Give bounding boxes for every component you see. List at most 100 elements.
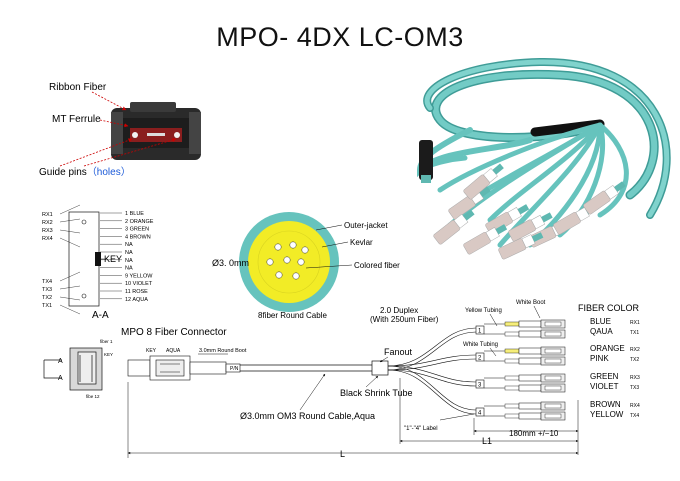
fiber-color-1: BLUE <box>590 317 611 326</box>
fanout-leader <box>379 356 389 363</box>
pinout-right-label: NA <box>125 258 133 264</box>
fiber-color-legend: BLUEQAUARX1TX1ORANGEPINKRX2TX2GREENVIOLE… <box>590 317 640 419</box>
pn-label: P/N <box>230 366 239 372</box>
lc-connector <box>463 163 504 200</box>
kevlar-leader <box>321 241 349 248</box>
fiber-12-label: fibe 12 <box>86 394 100 399</box>
fiber-port-rx: RX4 <box>630 403 640 409</box>
section-a-bottom: A <box>58 375 63 382</box>
fiber-color-heading: FIBER COLOR <box>578 303 640 313</box>
mpo-connector-side-view <box>127 355 241 381</box>
yellow-tubing-leader <box>489 313 498 327</box>
kevlar-label: Kevlar <box>350 238 373 247</box>
fanout-leg-2: 2 <box>387 346 566 371</box>
length-180-label: 180mm +/−10 <box>509 429 559 438</box>
leg-number-tag <box>475 325 485 335</box>
side-key-label: KEY <box>146 348 157 354</box>
cross-section-caption: 8fiber Round Cable <box>258 311 327 320</box>
white-tubing-leader <box>489 347 497 357</box>
pinout-key-label: KEY <box>104 254 122 264</box>
duplex-label: 2.0 Duplex <box>380 306 418 315</box>
pinout-right-label: NA <box>125 250 133 256</box>
fiber-port-tx: TX3 <box>630 385 639 391</box>
fiber-port-rx: RX2 <box>630 347 640 353</box>
pinout-guide-hole <box>81 293 87 299</box>
pinout-left-wire <box>59 304 81 315</box>
fiber-port-rx: RX1 <box>630 320 640 326</box>
pinout-ferrule-body <box>68 211 100 307</box>
shrink-tube-leader <box>365 375 379 388</box>
fanout-label: Fanout <box>384 347 413 357</box>
dimension-lines <box>127 378 579 458</box>
l-dimension-label: L <box>340 449 345 459</box>
mt-ferrule-photo <box>111 102 201 160</box>
pinout-right-label: 11 ROSE <box>125 289 148 295</box>
fanout-leg-1: 1 <box>387 319 566 371</box>
colored-fiber-dot <box>292 272 300 280</box>
fiber-1-label: fiber 1 <box>100 339 113 344</box>
pinout-left-wire <box>59 218 81 223</box>
fiber-color-2: QAUA <box>590 327 613 336</box>
pinout-right-label: 9 YELLOW <box>125 273 153 279</box>
fiber-color-1: GREEN <box>590 372 619 381</box>
leg-number-tag <box>475 407 485 417</box>
page-title: MPO- 4DX LC-OM3 <box>216 22 464 52</box>
pinout-right-label: 3 GREEN <box>125 227 149 233</box>
shrink-tube-label: Black Shrink Tube <box>340 388 413 398</box>
pinout-left-label: RX4 <box>42 236 53 242</box>
pinout-left-wire <box>59 296 81 301</box>
colored-fiber-dot <box>289 241 297 249</box>
diameter-label: Ø3. 0mm <box>212 258 249 268</box>
cable-label: Ø3.0mm OM3 Round Cable,Aqua <box>240 411 375 421</box>
lc-connector <box>433 209 475 245</box>
leg-number-tag <box>475 379 485 389</box>
colored-fiber-label: Colored fiber <box>354 261 400 270</box>
pinout-right-label: NA <box>125 242 133 248</box>
pinout-left-wire <box>59 271 81 282</box>
pinout-left-wire <box>59 204 81 215</box>
fiber-color-1: ORANGE <box>590 344 625 353</box>
fiber-color-2: VIOLET <box>590 382 619 391</box>
pinout-left-label: RX2 <box>42 220 53 226</box>
connector-face-view <box>43 347 103 391</box>
guide-pins-label: Guide pins（holes） <box>39 166 131 178</box>
white-tubing-label: White Tubing <box>463 342 498 348</box>
main-cable <box>240 360 389 376</box>
colored-fiber-dot <box>275 271 283 279</box>
fiber-color-1: BROWN <box>590 400 621 409</box>
round-boot-label: 3.0mm Round Boot <box>199 348 247 354</box>
pinout-left-label: TX1 <box>42 303 52 309</box>
svg-text:2: 2 <box>478 356 482 362</box>
mt-ferrule-label: MT Ferrule <box>52 114 101 125</box>
mpo-connector-label: MPO 8 Fiber Connector <box>121 327 227 338</box>
lc-connector <box>498 232 544 260</box>
guide-pins-pointer-1 <box>59 138 133 167</box>
yellow-tubing-label: Yellow Tubing <box>465 308 502 314</box>
pinout-left-label: TX3 <box>42 287 52 293</box>
ribbon-fiber-pointer <box>91 91 127 111</box>
outer-jacket-label: Outer-jacket <box>344 221 388 230</box>
pinout-right-label: NA <box>125 266 133 272</box>
colored-fiber-dot <box>274 243 282 251</box>
fiber-color-2: PINK <box>590 354 609 363</box>
ribbon-fiber-label: Ribbon Fiber <box>49 82 107 93</box>
svg-text:1: 1 <box>478 329 482 335</box>
colored-fiber-dot <box>297 258 305 266</box>
aqua-label: AQUA <box>166 348 181 354</box>
pinout-right-label: 10 VIOLET <box>125 281 153 287</box>
pinout-guide-hole <box>81 219 87 225</box>
pinout-right-label: 1 BLUE <box>125 211 144 217</box>
pinout-left-label: TX2 <box>42 295 52 301</box>
cable-cross-section <box>239 212 339 312</box>
fiber-port-rx: RX3 <box>630 375 640 381</box>
mpo-plug-photo <box>419 140 433 183</box>
pinout-left-label: RX3 <box>42 228 53 234</box>
pinout-left-wire <box>59 285 81 290</box>
lc-connector <box>463 224 508 255</box>
mt-ferrule-pointer <box>99 119 129 128</box>
pinout-right-label: 4 BROWN <box>125 234 151 240</box>
pinout-section-label: A-A <box>92 310 109 321</box>
